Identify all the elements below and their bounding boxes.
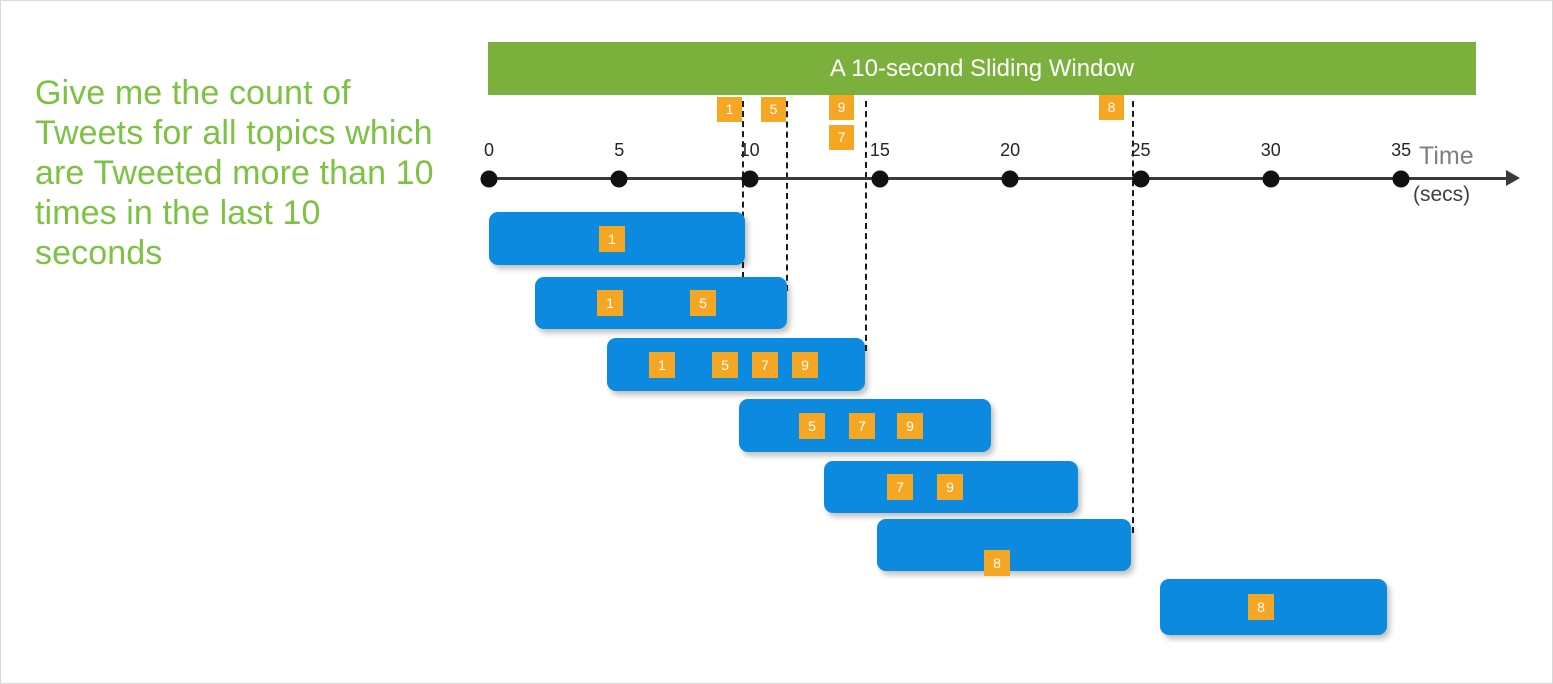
tweet-marker-7: 7 <box>752 351 778 378</box>
drop-line-2 <box>786 101 788 291</box>
axis-tick-label-35: 35 <box>1391 140 1412 160</box>
sliding-window-label: A 10-second Sliding Window <box>829 55 1135 82</box>
axis-tick-dot-30 <box>1262 170 1280 188</box>
axis-tick-dot-10 <box>741 170 759 188</box>
tweet-marker-5: 5 <box>712 351 738 378</box>
window-bar-7: 8 <box>1160 579 1387 635</box>
axis-tick-label-5: 5 <box>614 140 625 160</box>
axis-tweet-marker-9: 9 <box>829 95 854 120</box>
drop-line-4 <box>1132 101 1134 533</box>
tweet-marker-1: 1 <box>649 351 675 378</box>
axis-tick-dot-15 <box>871 170 889 188</box>
drop-line-1 <box>742 101 744 278</box>
axis-tick-dot-0 <box>480 170 498 188</box>
tweet-marker-9: 9 <box>937 474 963 500</box>
tweet-marker-5: 5 <box>799 412 825 439</box>
time-axis-unit: (secs) <box>1413 183 1471 206</box>
tweet-marker-5: 5 <box>690 290 716 316</box>
axis-tweet-marker-1: 1 <box>717 97 742 122</box>
axis-tweet-marker-8: 8 <box>1099 95 1124 120</box>
window-bar-6: 8 <box>877 519 1131 576</box>
tweet-marker-8: 8 <box>984 550 1010 576</box>
query-prompt-text: Give me the count of Tweets for all topi… <box>35 74 434 272</box>
axis-tick-label-30: 30 <box>1260 140 1281 160</box>
axis-tick-label-0: 0 <box>483 140 495 160</box>
axis-tick-label-15: 15 <box>869 140 890 160</box>
tweet-marker-1: 1 <box>599 225 625 252</box>
tweet-marker-9: 9 <box>897 412 923 439</box>
axis-tweet-marker-5: 5 <box>761 97 786 122</box>
time-axis-arrow-icon <box>1506 170 1520 186</box>
axis-tick-dot-5 <box>610 170 628 188</box>
axis-tick-dot-25 <box>1132 170 1149 188</box>
drop-line-3 <box>865 101 867 351</box>
tweet-marker-7: 7 <box>849 412 875 439</box>
tweet-marker-8: 8 <box>1248 594 1274 620</box>
sliding-window-band: A 10-second Sliding Window <box>488 42 1476 95</box>
axis-tick-label-25: 25 <box>1130 140 1151 160</box>
window-bar-1: 1 <box>489 212 745 265</box>
axis-tick-label-10: 10 <box>739 140 760 160</box>
axis-tweet-marker-7: 7 <box>829 125 854 150</box>
axis-tick-dot-35 <box>1392 170 1410 188</box>
tweet-marker-7: 7 <box>887 474 913 500</box>
tweet-marker-9: 9 <box>792 351 818 378</box>
time-axis-name: Time <box>1419 142 1474 170</box>
axis-tick-label-20: 20 <box>1000 140 1021 160</box>
time-axis-line <box>485 177 1517 180</box>
axis-tick-dot-20 <box>1001 170 1019 188</box>
tweet-marker-1: 1 <box>597 290 623 316</box>
